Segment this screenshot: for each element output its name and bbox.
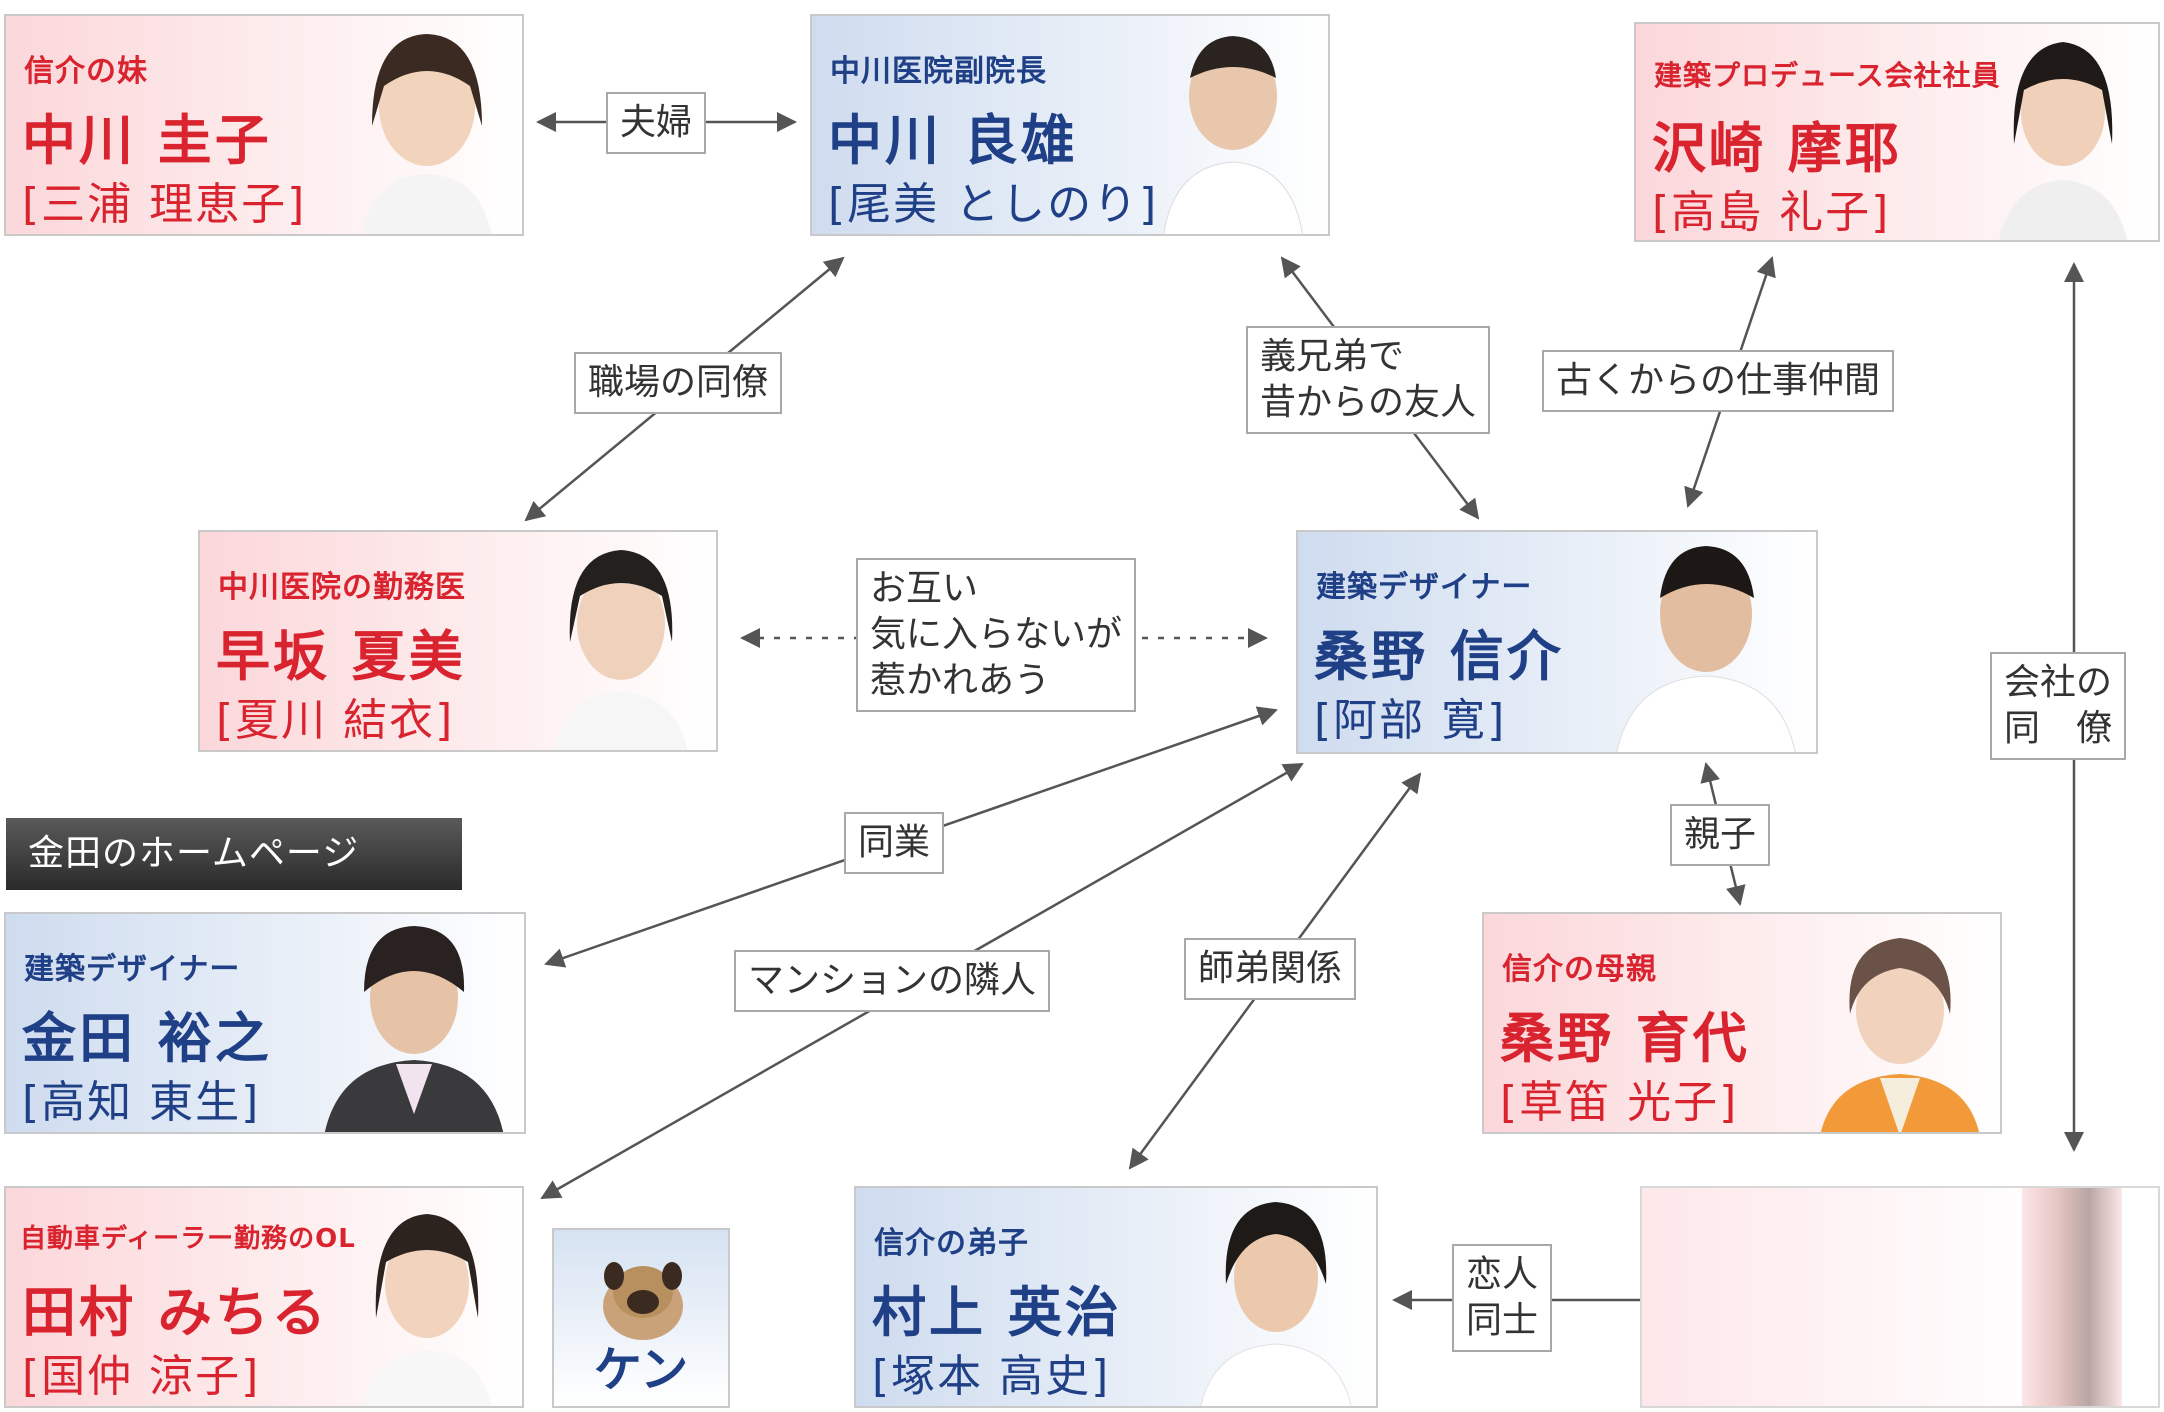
card-michiru: 自動車ディーラー勤務のOL 田村 みちる [国仲 涼子]	[4, 1186, 524, 1408]
person-name: 中川 圭子	[22, 109, 272, 172]
portrait-image	[324, 926, 504, 1132]
actor-name: [高知 東生]	[22, 1077, 261, 1128]
role-label: 建築プロデュース会社社員	[1654, 59, 2001, 92]
card-eiji: 信介の弟子 村上 英治 [塚本 高史]	[854, 1186, 1378, 1408]
relation-koibito: 恋人 同士	[1452, 1244, 1553, 1352]
person-name: 村上 英治	[872, 1281, 1122, 1344]
portrait-image	[554, 550, 688, 750]
portrait-image	[1163, 36, 1303, 234]
actor-name: [高島 礼子]	[1652, 187, 1891, 238]
portrait-image	[362, 34, 492, 234]
role-label: 自動車ディーラー勤務のOL	[20, 1224, 356, 1254]
relation-gikyoudai: 義兄弟で 昔からの友人	[1246, 326, 1491, 434]
card-obscured	[1640, 1186, 2160, 1408]
portrait-image	[362, 1214, 492, 1406]
relation-fuufu: 夫婦	[606, 92, 707, 154]
relation-otagai: お互い 気に入らないが 惹かれあう	[856, 558, 1137, 712]
role-label: 信介の妹	[24, 54, 148, 89]
role-label: 中川医院の勤務医	[218, 570, 466, 605]
actor-name: [塚本 高史]	[872, 1351, 1111, 1402]
person-name: 桑野 育代	[1500, 1007, 1750, 1070]
relation-shokuba: 職場の同僚	[574, 352, 783, 414]
relation-dougyou: 同業	[844, 812, 945, 874]
relation-oyako: 親子	[1670, 804, 1771, 866]
portrait-image	[1821, 938, 1979, 1132]
card-yoshio: 中川医院副院長 中川 良雄 [尾美 としのり]	[810, 14, 1330, 236]
portrait-image	[1616, 546, 1796, 752]
card-natsumi: 中川医院の勤務医 早坂 夏美 [夏川 結衣]	[198, 530, 718, 752]
card-ikuyo: 信介の母親 桑野 育代 [草笛 光子]	[1482, 912, 2002, 1134]
person-name: 中川 良雄	[828, 109, 1078, 172]
portrait-image	[1998, 42, 2128, 240]
person-name: 早坂 夏美	[216, 625, 466, 688]
relation-kaisha: 会社の 同 僚	[1990, 652, 2127, 760]
actor-name: [尾美 としのり]	[828, 179, 1159, 230]
card-kaneda: 建築デザイナー 金田 裕之 [高知 東生]	[4, 912, 526, 1134]
role-label: 信介の母親	[1502, 952, 1657, 987]
card-keiko: 信介の妹 中川 圭子 [三浦 理恵子]	[4, 14, 524, 236]
person-name: 桑野 信介	[1314, 625, 1564, 688]
actor-name: [草笛 光子]	[1500, 1077, 1739, 1128]
card-ken: ケン	[552, 1228, 730, 1408]
relation-mansion: マンションの隣人	[734, 950, 1051, 1012]
role-label: 中川医院副院長	[830, 54, 1047, 89]
role-label: 信介の弟子	[874, 1226, 1029, 1261]
pet-name: ケン	[593, 1342, 689, 1398]
actor-name: [国仲 涼子]	[22, 1351, 261, 1402]
actor-name: [阿部 寛]	[1314, 695, 1507, 746]
actor-name: [夏川 結衣]	[216, 695, 455, 746]
relation-shitei: 師弟関係	[1184, 938, 1357, 1000]
obscured-portrait	[2022, 1188, 2122, 1406]
person-name: 田村 みちる	[22, 1281, 329, 1344]
portrait-image	[1200, 1202, 1352, 1406]
role-label: 建築デザイナー	[1316, 570, 1533, 605]
role-label: 建築デザイナー	[24, 952, 241, 987]
relation-shigoto: 古くからの仕事仲間	[1542, 350, 1895, 412]
actor-name: [三浦 理恵子]	[22, 179, 307, 230]
card-maya: 建築プロデュース会社社員 沢崎 摩耶 [高島 礼子]	[1634, 22, 2160, 242]
person-name: 金田 裕之	[22, 1007, 272, 1070]
kaneda-homepage-banner[interactable]: 金田のホームページ	[6, 818, 462, 890]
card-shinsuke: 建築デザイナー 桑野 信介 [阿部 寛]	[1296, 530, 1818, 754]
person-name: 沢崎 摩耶	[1652, 117, 1902, 180]
dog-icon	[603, 1262, 683, 1340]
